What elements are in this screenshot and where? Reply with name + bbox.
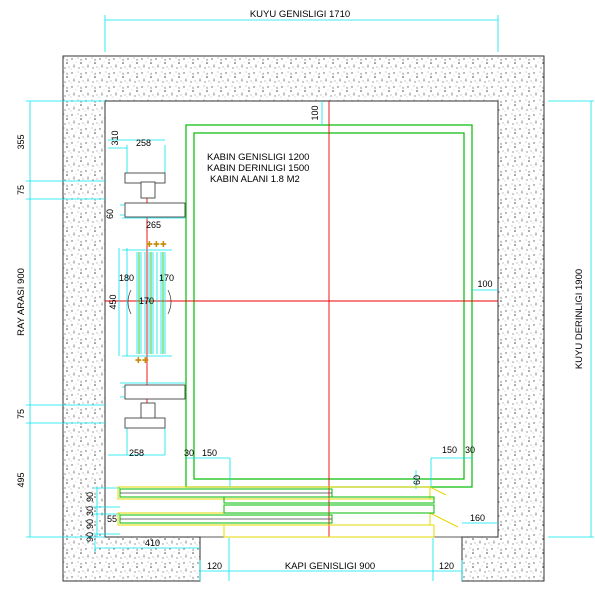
svg-text:✚: ✚ (142, 356, 149, 365)
dim-30-door-right: 30 (465, 445, 475, 455)
dim-90-c: 90 (85, 532, 95, 542)
dim-150-door-left: 150 (202, 448, 217, 458)
dim-170-right: 170 (159, 273, 174, 283)
door-panels (117, 486, 459, 538)
dim-495: 495 (16, 472, 26, 487)
svg-text:✚: ✚ (153, 240, 160, 249)
shaft-width-dimension (104, 15, 499, 52)
cabin-area-label: KABIN ALANI 1.8 M2 (210, 174, 300, 185)
svg-text:✚: ✚ (135, 356, 142, 365)
dim-450: 450 (108, 294, 118, 309)
cabin-width-label: KABIN GENISLIGI 1200 (207, 152, 309, 163)
dim-150-door-right: 150 (442, 445, 457, 455)
shaft-depth-label: KUYU DERINLIGI 1900 (574, 269, 585, 369)
car-clearance-dims (321, 101, 498, 291)
door-opening-dims (94, 538, 463, 581)
left-dimension-chain (26, 100, 120, 538)
dim-410: 410 (145, 538, 160, 548)
rail-bracket-bottom (108, 382, 186, 456)
dim-90-a: 90 (85, 492, 95, 502)
dim-355: 355 (16, 134, 26, 149)
dim-30-door-left: 30 (184, 448, 194, 458)
door-width-label: KAPI GENISLIGI 900 (285, 561, 375, 572)
dim-180: 180 (119, 273, 134, 283)
dim-100-top: 100 (310, 105, 320, 120)
rail-span-label: RAY ARASI 900 (16, 268, 27, 336)
rail-bracket-top (108, 139, 186, 219)
dim-160: 160 (470, 513, 485, 523)
dim-170-center: 170 (139, 296, 154, 306)
dim-75-top: 75 (16, 185, 26, 195)
counterweight: ✚✚✚ ✚✚ (118, 240, 172, 365)
dim-310: 310 (110, 130, 120, 145)
shaft-width-label: KUYU GENISLIGI 1710 (250, 9, 350, 20)
dim-90-b: 90 (85, 519, 95, 529)
dim-120-left: 120 (207, 561, 222, 571)
dim-258-top: 258 (136, 138, 151, 148)
dim-60-left: 60 (105, 209, 115, 219)
cabin-depth-label: KABIN DERINLIGI 1500 (207, 163, 309, 174)
svg-text:✚: ✚ (146, 240, 153, 249)
dim-55: 55 (107, 514, 117, 524)
dim-120-right: 120 (439, 561, 454, 571)
shaft-depth-dimension (548, 100, 594, 538)
dim-100-right: 100 (477, 279, 492, 289)
door-clearance-dims (186, 457, 498, 524)
center-axes (105, 101, 498, 537)
dim-258-bottom: 258 (129, 448, 144, 458)
svg-text:✚: ✚ (160, 240, 167, 249)
dim-30-left: 30 (85, 506, 95, 516)
dim-265: 265 (146, 220, 161, 230)
dim-75-bottom: 75 (16, 409, 26, 419)
dim-60-door: 60 (412, 475, 422, 485)
